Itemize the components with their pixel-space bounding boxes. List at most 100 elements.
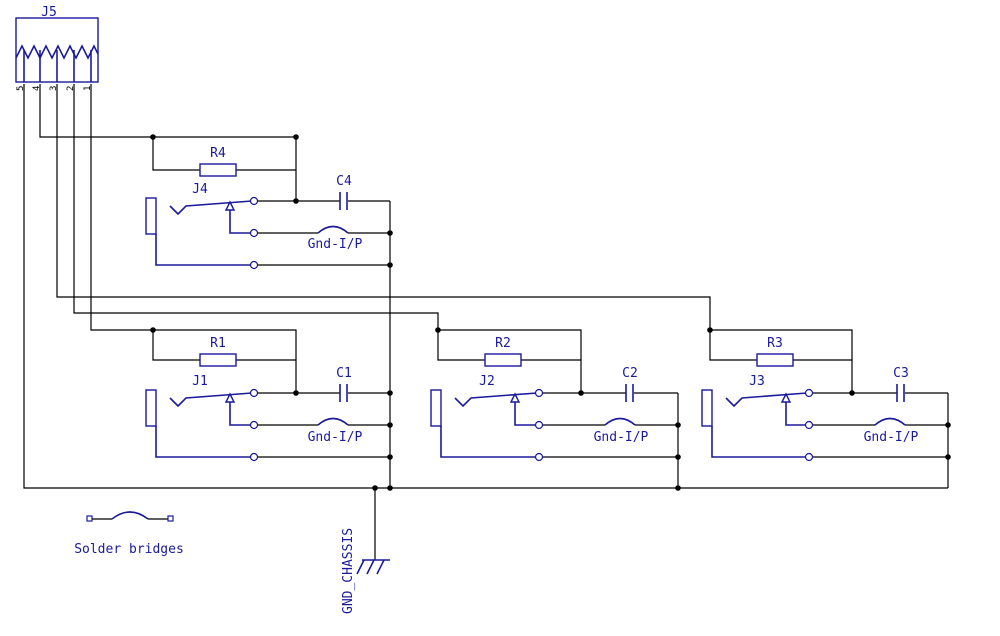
ground-hatch	[366, 559, 375, 575]
resistor-wire	[236, 359, 297, 393]
jack-label: J1	[192, 374, 208, 389]
resistor-body	[199, 163, 237, 177]
jack-ring	[229, 400, 252, 426]
pin-number: 3	[49, 86, 59, 91]
resistor-wire	[236, 169, 297, 201]
pad	[249, 452, 259, 462]
junction-dot	[387, 262, 393, 268]
resistor-body	[199, 353, 237, 367]
bridge-label: Gnd-I/P	[864, 430, 919, 445]
resistor-wire	[438, 329, 582, 360]
junction-dots	[150, 134, 951, 491]
resistor-label: R1	[210, 336, 226, 351]
resistor-wire	[521, 359, 582, 393]
solder-bridge	[317, 417, 349, 426]
bridge-label: Gnd-I/P	[308, 237, 363, 252]
jack-label: J3	[749, 374, 765, 389]
connector-j5: J5 5 4 3 2 1	[15, 5, 99, 91]
junction-dot	[945, 454, 951, 460]
resistor-body	[484, 353, 522, 367]
resistor-wire	[153, 329, 297, 360]
jack-ring-arrow	[224, 392, 236, 403]
resistor-label: R3	[767, 336, 783, 351]
pad	[534, 420, 544, 430]
bus-wires	[23, 84, 948, 560]
pad	[249, 260, 259, 270]
legend-pad	[167, 515, 174, 522]
jack-ring	[514, 400, 537, 426]
resistor-wire	[437, 330, 485, 361]
channel-j2: R2 C2 Gnd-I/P J2	[430, 329, 679, 488]
jack-sleeve	[155, 426, 252, 458]
junction-dot	[578, 390, 584, 396]
jack-ring	[229, 208, 252, 234]
junction-dot	[387, 485, 393, 491]
jack-tip	[725, 392, 808, 408]
pad	[249, 228, 259, 238]
bridge-label: Gnd-I/P	[594, 430, 649, 445]
junction-dot	[675, 422, 681, 428]
channel-j1: R1 C1 Gnd-I/P J1	[145, 329, 390, 462]
pad	[534, 452, 544, 462]
jack-label: J4	[192, 182, 208, 197]
capacitor-label: C3	[893, 366, 909, 381]
jack-label: J2	[479, 374, 495, 389]
junction-dot	[675, 454, 681, 460]
junction-dot	[150, 327, 156, 333]
pin-number: 4	[32, 86, 42, 91]
channel-j4: R4 C4 Gnd-I/P J4	[145, 137, 390, 270]
wire-pin2	[73, 84, 439, 330]
junction-dot	[387, 390, 393, 396]
legend-pad	[86, 515, 93, 522]
capacitor-label: C4	[336, 174, 352, 189]
junction-dot	[293, 198, 299, 204]
capacitor-label: C2	[622, 366, 638, 381]
jack-sleeve	[440, 426, 537, 458]
jack-body	[430, 389, 442, 427]
junction-dot	[387, 230, 393, 236]
junction-dot	[293, 134, 299, 140]
resistor-wire	[710, 329, 853, 360]
pad	[249, 388, 259, 398]
junction-dot	[435, 327, 441, 333]
chassis-ground: GND_CHASSIS	[341, 528, 390, 614]
jack-sleeve	[155, 234, 252, 266]
jack-ring-arrow	[780, 392, 792, 403]
ground-bus-wire	[23, 84, 948, 489]
ground-label: GND_CHASSIS	[341, 528, 356, 614]
junction-dot	[945, 422, 951, 428]
solder-bridge-legend: Solder bridges	[74, 511, 184, 557]
resistor-wire	[152, 330, 200, 361]
resistor-label: R4	[210, 146, 226, 161]
jack-tip	[454, 392, 538, 408]
jack-body	[701, 389, 713, 427]
ground-hatch	[356, 559, 365, 575]
pin-number: 5	[16, 86, 26, 91]
pad	[804, 388, 814, 398]
junction-dot	[387, 454, 393, 460]
jack-tip	[169, 200, 253, 216]
jack-ring-arrow	[509, 392, 521, 403]
wire-pin4	[39, 84, 296, 138]
jack-sleeve	[711, 426, 807, 458]
resistor-wire	[152, 137, 200, 171]
junction-dot	[293, 390, 299, 396]
jack-ring-arrow	[224, 200, 236, 211]
wire-pin3	[56, 84, 711, 330]
jack-body	[145, 389, 157, 427]
jack-tip	[169, 392, 253, 408]
solder-bridge	[317, 225, 349, 234]
junction-dot	[707, 327, 713, 333]
capacitor-label: C1	[336, 366, 352, 381]
wire-pin1	[90, 84, 153, 331]
connector-pins-zigzag	[15, 44, 99, 60]
resistor-wire	[709, 330, 757, 361]
channel-j3: R3 C3 Gnd-I/P J3	[701, 329, 949, 488]
bridge-label: Gnd-I/P	[308, 430, 363, 445]
solder-bridge	[604, 417, 636, 426]
junction-dot	[675, 485, 681, 491]
jack-body	[145, 197, 157, 235]
jack-ring	[785, 400, 807, 426]
junction-dot	[387, 422, 393, 428]
